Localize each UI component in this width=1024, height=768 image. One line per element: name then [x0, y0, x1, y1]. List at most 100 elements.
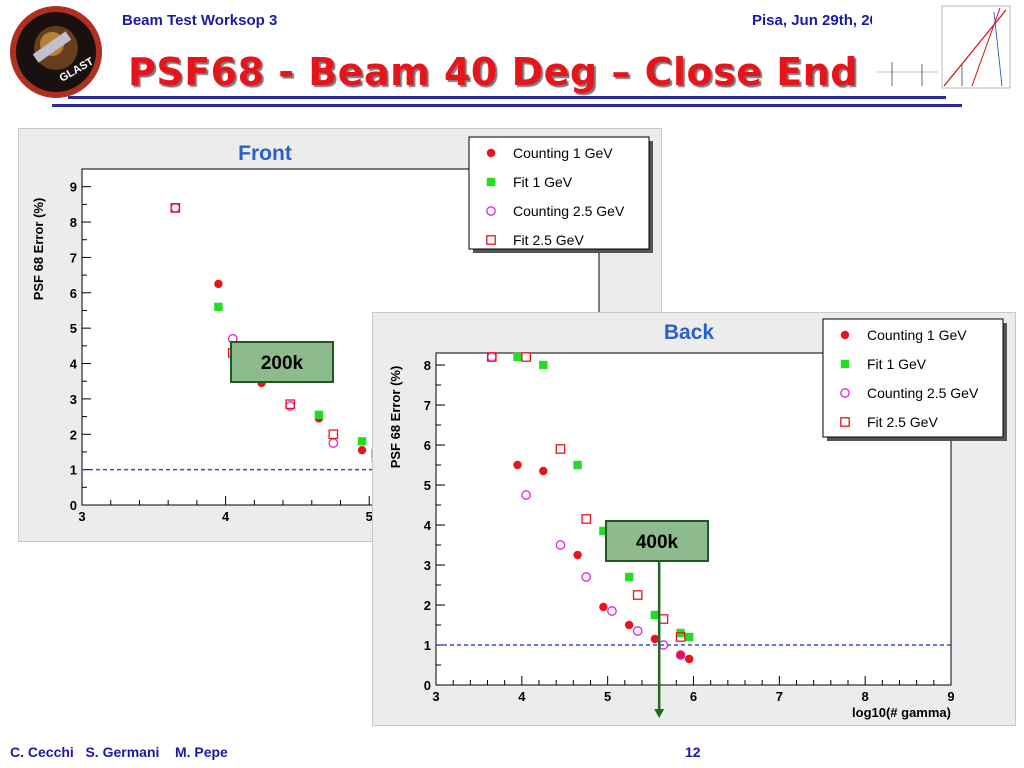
back-point-counting-2-5-gev [521, 490, 531, 500]
back-y-tick-label: 7 [424, 398, 431, 413]
back-legend-marker [840, 388, 850, 398]
back-point-counting-1-gev [513, 460, 522, 470]
front-legend-label: Counting 1 GeV [513, 145, 613, 161]
front-y-tick-label: 9 [70, 180, 77, 195]
back-point-counting-2-5-gev [607, 606, 617, 616]
front-x-tick-label: 3 [78, 509, 85, 524]
back-point-fit-2-5-gev [555, 444, 566, 454]
front-point-counting-1-gev [214, 279, 223, 289]
back-point-counting-2-5-gev [555, 540, 566, 550]
back-point-counting-1-gev [676, 650, 685, 660]
front-legend-label: Fit 2.5 GeV [513, 232, 584, 248]
glast-logo: GLAST [10, 6, 102, 98]
front-point-fit-1-gev [214, 302, 223, 312]
front-legend-label: Counting 2.5 GeV [513, 203, 625, 219]
front-point-fit-1-gev [357, 437, 367, 446]
thumbnail-plot-image [872, 2, 1022, 94]
slide-number: 12 [685, 744, 701, 760]
front-y-tick-label: 3 [70, 392, 77, 407]
front-y-tick-label: 2 [70, 427, 77, 442]
back-annotation-arrowhead [654, 709, 665, 718]
back-point-fit-2-5-gev [675, 632, 686, 642]
back-point-counting-2-5-gev [581, 572, 592, 582]
front-chart-title: Front [238, 142, 292, 165]
back-point-fit-1-gev [624, 572, 634, 582]
back-legend [822, 318, 1004, 438]
front-annotation-box [230, 341, 334, 383]
front-legend-marker [486, 148, 496, 158]
back-point-fit-2-5-gev [521, 352, 531, 362]
back-point-fit-2-5-gev [581, 514, 592, 524]
title-rule-top [68, 96, 946, 99]
back-y-tick-label: 5 [424, 478, 431, 493]
back-x-tick-label: 5 [604, 689, 611, 704]
back-point-fit-1-gev [685, 632, 694, 642]
back-legend-label: Counting 1 GeV [867, 327, 967, 343]
back-y-tick-label: 0 [424, 678, 431, 693]
back-point-fit-1-gev [599, 526, 608, 536]
front-legend-marker [486, 177, 496, 187]
front-y-tick-label: 0 [70, 498, 77, 513]
front-point-fit-2-5-gev [328, 429, 339, 440]
back-point-fit-2-5-gev [486, 352, 497, 362]
back-y-tick-label: 3 [424, 558, 431, 573]
back-chart-panel: Back PSF 68 Error (%) log10(# gamma) 0 1 2… [372, 312, 1016, 726]
front-x-tick-label: 5 [366, 509, 373, 524]
front-point-fit-1-gev [314, 410, 324, 420]
front-legend-marker [486, 235, 496, 245]
back-point-fit-1-gev [539, 360, 548, 370]
back-point-counting-2-5-gev [632, 626, 643, 636]
back-legend-marker [840, 359, 850, 369]
back-point-fit-2-5-gev [632, 590, 643, 600]
back-x-tick-label: 3 [432, 689, 439, 704]
front-y-tick-label: 5 [70, 321, 77, 336]
front-y-tick-label: 8 [70, 215, 77, 230]
back-point-counting-2-5-gev [675, 650, 686, 660]
back-point-fit-1-gev [513, 352, 522, 362]
back-point-counting-1-gev [599, 602, 608, 612]
front-point-counting-1-gev [357, 445, 367, 455]
back-legend-marker [840, 417, 850, 427]
front-point-fit-2-5-gev [285, 399, 296, 410]
back-point-fit-1-gev [650, 610, 660, 620]
front-y-tick-label: 6 [70, 286, 77, 301]
back-legend-label: Fit 2.5 GeV [867, 414, 938, 430]
front-y-tick-label: 7 [70, 250, 77, 265]
back-y-axis-label: PSF 68 Error (%) [388, 366, 403, 469]
header-event-title: Beam Test Worksop 3 [122, 12, 278, 29]
front-point-fit-2-5-gev [170, 203, 181, 213]
front-annotation-label: 200k [261, 353, 304, 374]
back-annotation-label: 400k [636, 532, 679, 553]
back-legend-marker [840, 330, 850, 340]
front-y-tick-label: 4 [70, 357, 78, 372]
back-x-tick-label: 6 [690, 689, 697, 704]
header-date: Pisa, Jun 29th, 2006 [752, 12, 895, 29]
slide-title: PSF68 - Beam 40 Deg – Close End [128, 50, 858, 94]
back-chart: Back PSF 68 Error (%) log10(# gamma) 0 1 2… [388, 318, 1007, 720]
back-y-tick-label: 8 [424, 358, 431, 373]
back-point-fit-1-gev [573, 460, 582, 470]
front-legend-label: Fit 1 GeV [513, 174, 573, 190]
front-x-tick-label: 4 [222, 509, 230, 524]
back-chart-title: Back [664, 321, 715, 344]
back-legend-label: Counting 2.5 GeV [867, 385, 979, 401]
back-y-tick-label: 6 [424, 438, 431, 453]
back-y-tick-label: 1 [424, 638, 431, 653]
back-y-tick-label: 4 [424, 518, 432, 533]
front-y-axis-label: PSF 68 Error (%) [31, 198, 46, 301]
front-y-tick-label: 1 [70, 463, 77, 478]
back-point-counting-1-gev [539, 466, 548, 476]
back-x-axis-label: log10(# gamma) [852, 705, 951, 720]
back-legend-label: Fit 1 GeV [867, 356, 927, 372]
back-annotation-box [605, 520, 709, 562]
back-x-tick-label: 4 [518, 689, 526, 704]
back-x-tick-label: 9 [947, 689, 954, 704]
front-legend [468, 136, 650, 250]
front-legend-marker [486, 206, 496, 216]
title-rule-bottom [52, 104, 962, 107]
back-point-counting-1-gev [650, 634, 660, 644]
back-point-counting-1-gev [685, 654, 694, 664]
back-y-tick-label: 2 [424, 598, 431, 613]
back-point-counting-1-gev [624, 620, 634, 630]
back-point-counting-1-gev [573, 550, 582, 560]
